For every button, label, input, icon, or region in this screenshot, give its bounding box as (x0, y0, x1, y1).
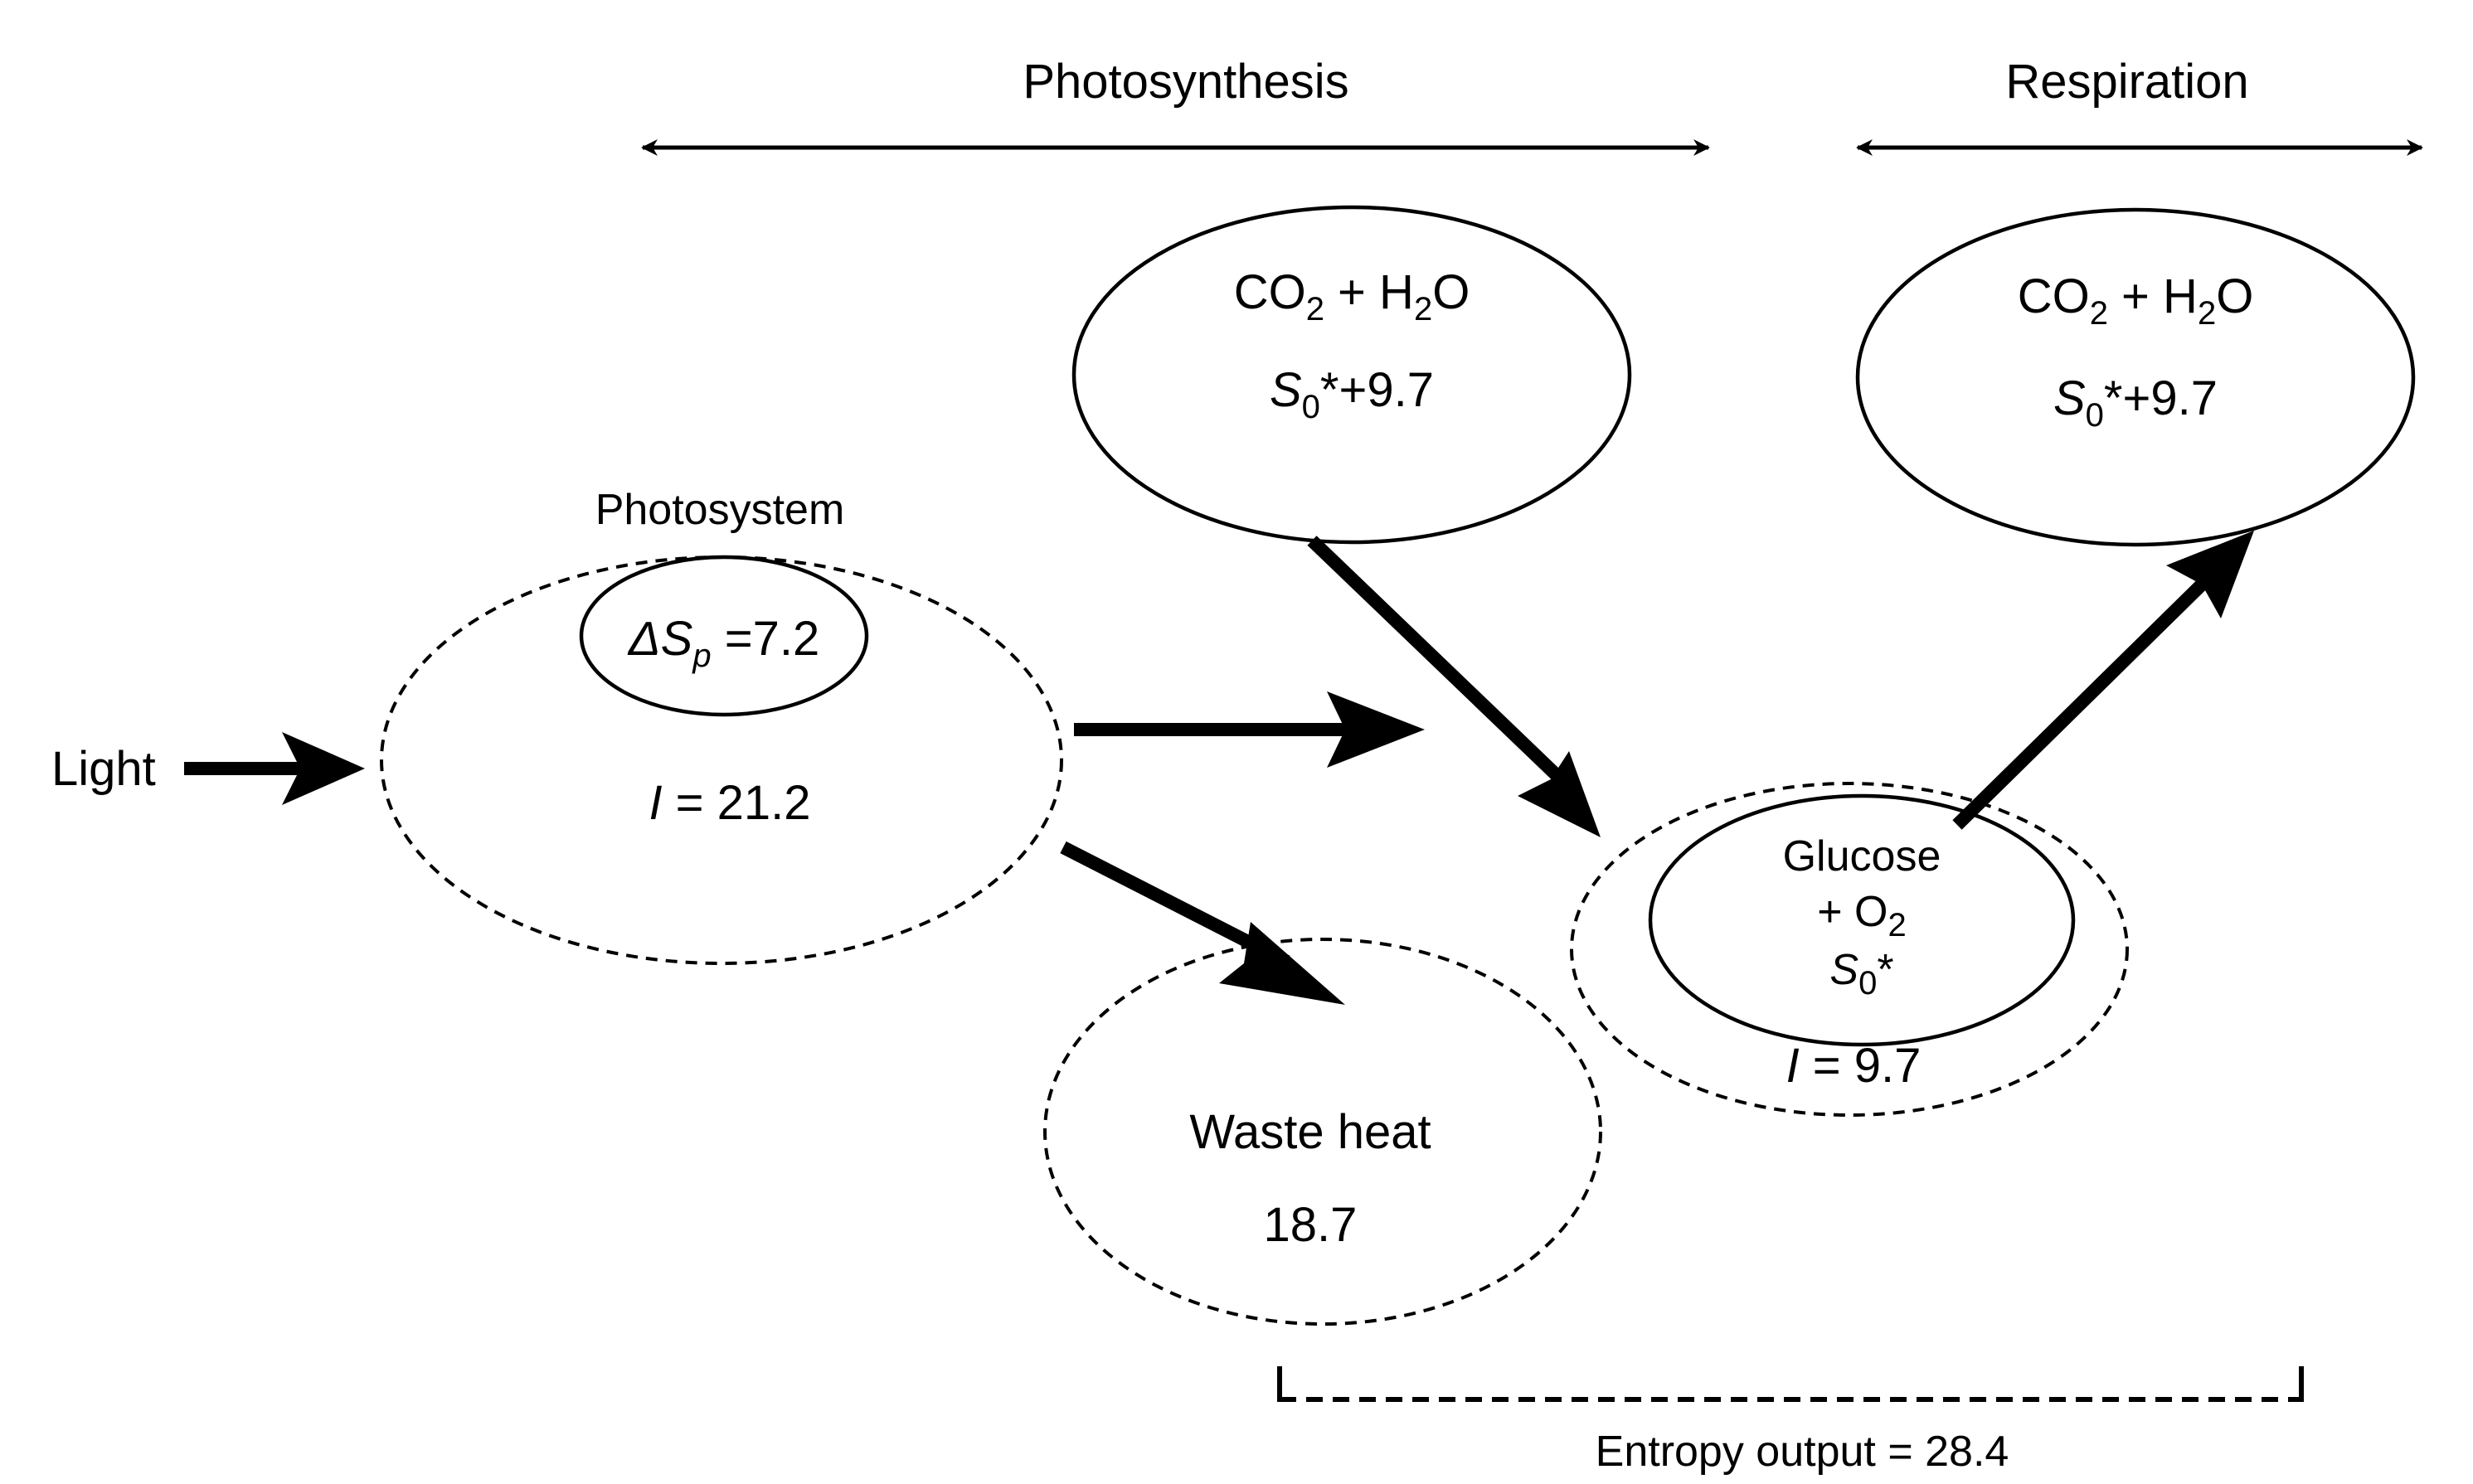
co2-h2o-right-node: CO2 + H2O S0*+9.7 (1855, 207, 2416, 547)
light-arrowhead (282, 732, 365, 805)
co2-to-glucose-arrow (1307, 536, 1601, 837)
glucose-information: I = 9.7 (1786, 1039, 1922, 1093)
glucose-line1: Glucose (1783, 832, 1941, 880)
waste-heat-node: Waste heat 18.7 (1043, 938, 1602, 1326)
photosynthesis-span: Photosynthesis (641, 55, 1710, 156)
co2-h2o-right-formula: CO2 + H2O (2018, 269, 2254, 332)
photosynthesis-label: Photosynthesis (1023, 55, 1348, 109)
respiration-span: Respiration (1856, 55, 2423, 156)
waste-heat-value: 18.7 (1264, 1198, 1358, 1252)
photosystem-title: Photosystem (595, 486, 845, 534)
photosystem-delta-entropy: ΔSp =7.2 (627, 612, 819, 674)
co2-h2o-left-boundary (1071, 205, 1632, 545)
glucose-entropy: S0* (1829, 946, 1893, 1001)
photosystem-core (579, 555, 869, 717)
glucose-boundary (1570, 782, 2129, 1117)
co2-h2o-left-node: CO2 + H2O S0*+9.7 (1071, 205, 1632, 545)
waste-heat-boundary (1043, 938, 1602, 1326)
photosystem-information: I = 21.2 (649, 776, 810, 830)
photosystem-output-arrow (1074, 691, 1425, 768)
glucose-core (1648, 793, 2076, 1047)
glucose-to-co2-arrow (1952, 531, 2254, 830)
entropy-output-label: Entropy output = 28.4 (1596, 1428, 2009, 1476)
waste-heat-arrow (1060, 841, 1345, 1005)
respiration-label: Respiration (2005, 55, 2248, 109)
light-input: Light (51, 732, 365, 805)
entropy-output-bracket: Entropy output = 28.4 (1277, 1366, 2304, 1476)
co2-h2o-left-formula: CO2 + H2O (1234, 265, 1470, 327)
photosystem-node: Photosystem ΔSp =7.2 I = 21.2 (380, 486, 1063, 965)
co2-h2o-left-entropy: S0*+9.7 (1270, 363, 1434, 425)
light-label: Light (51, 742, 156, 796)
co2-h2o-right-boundary (1855, 207, 2416, 547)
co2-h2o-right-entropy: S0*+9.7 (2053, 371, 2218, 434)
glucose-node: Glucose + O2 S0* I = 9.7 (1570, 782, 2129, 1117)
waste-heat-title: Waste heat (1189, 1105, 1431, 1159)
glucose-line2: + O2 (1817, 888, 1907, 943)
